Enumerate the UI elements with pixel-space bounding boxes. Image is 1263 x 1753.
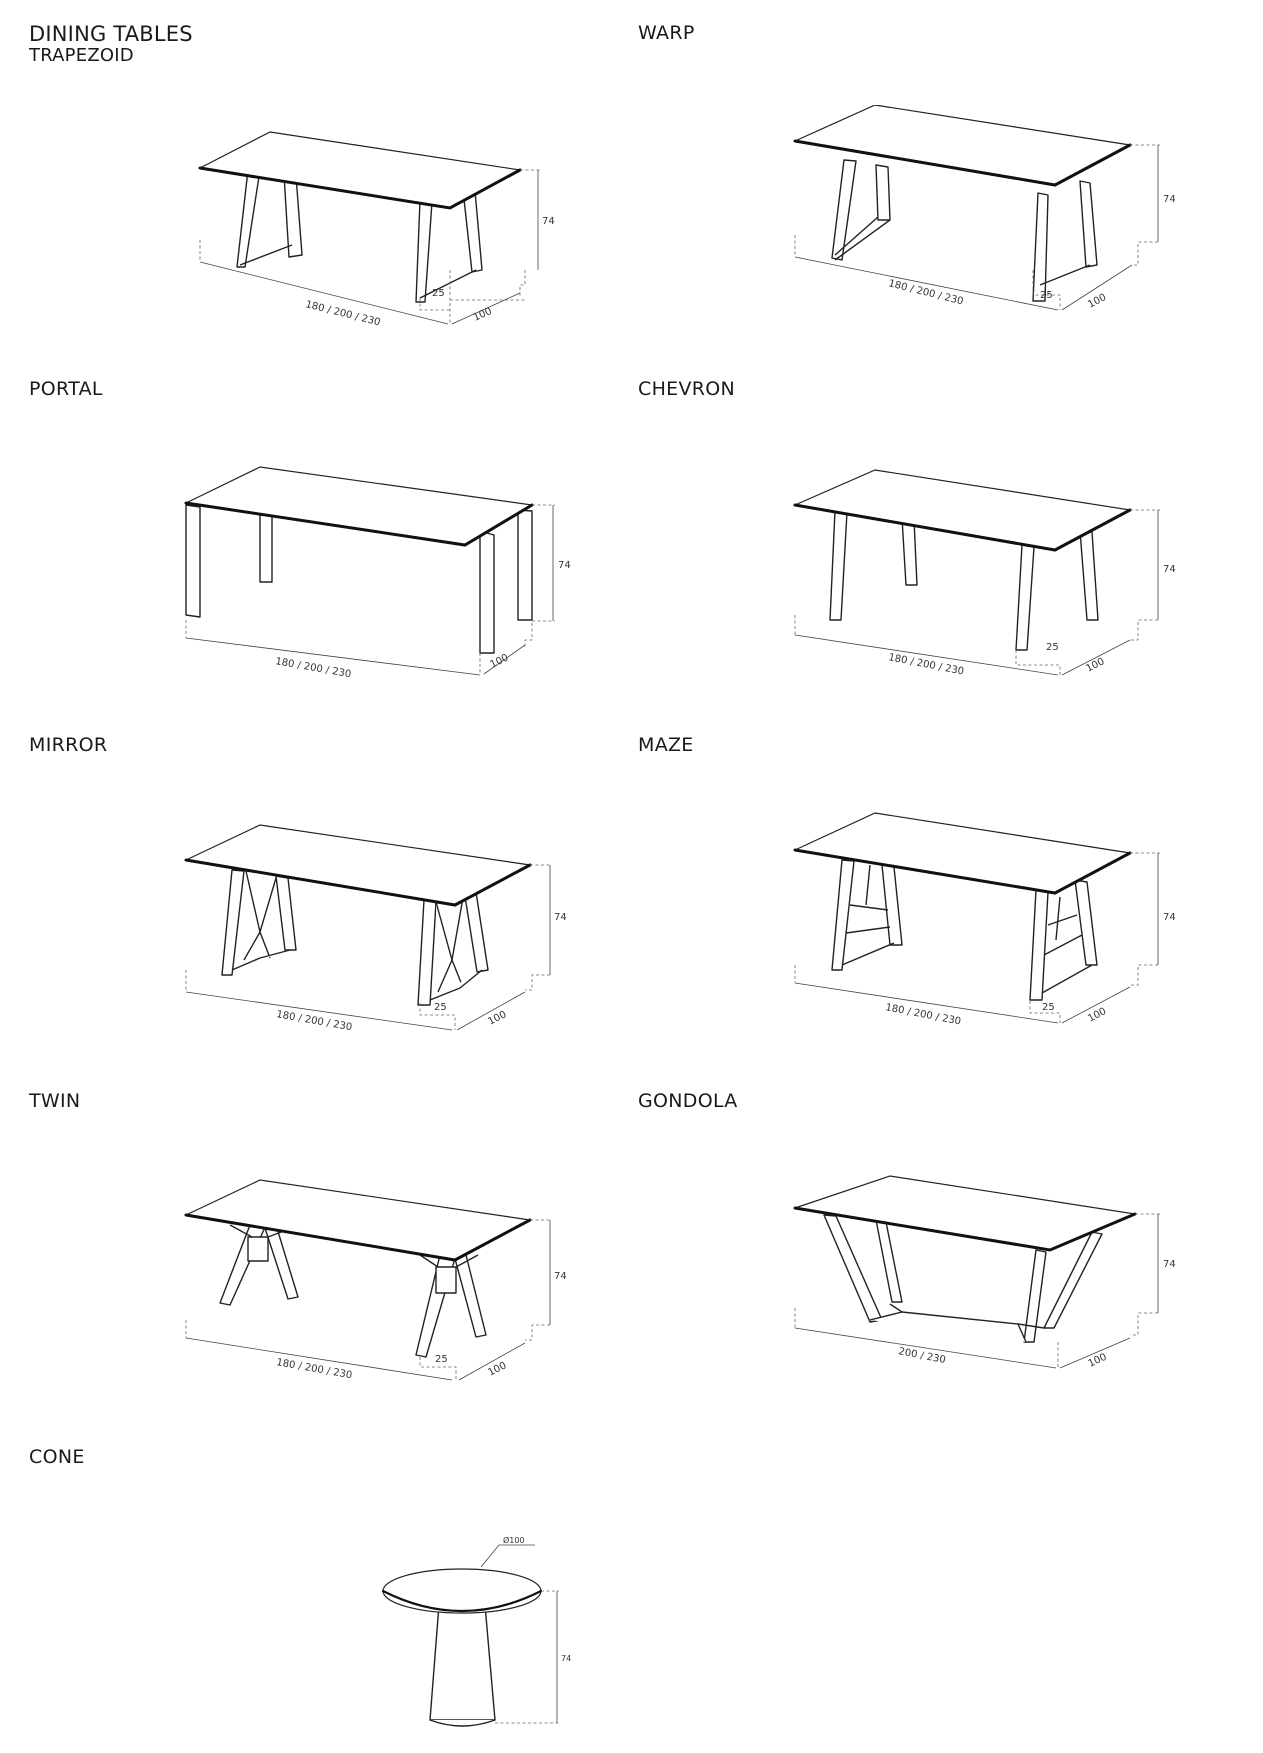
leg-offset-label: 25 — [435, 1354, 448, 1365]
drawing-warp: 74 180 / 200 / 230 100 25 — [792, 105, 1176, 311]
height-label: 74 — [554, 912, 567, 923]
section-title-cone: CONE — [29, 1446, 85, 1468]
section-title-maze: MAZE — [638, 734, 694, 756]
depth-label: 100 — [1084, 656, 1106, 674]
section-title-portal: PORTAL — [29, 378, 103, 400]
depth-label: 100 — [1086, 292, 1108, 311]
height-label: 74 — [1163, 564, 1176, 575]
length-label: 180 / 200 / 230 — [275, 1357, 352, 1381]
table-body — [792, 469, 1132, 651]
section-title-twin: TWIN — [29, 1090, 81, 1112]
height-label: 74 — [561, 1654, 571, 1663]
dimension-lines — [199, 169, 540, 325]
dimension-lines — [794, 852, 1160, 1024]
drawing-twin: 74 180 / 200 / 230 100 25 — [184, 1179, 567, 1381]
section-title-gondola: GONDOLA — [638, 1090, 738, 1112]
leg-offset-label: 25 — [1040, 290, 1053, 301]
height-label: 74 — [1163, 194, 1176, 205]
section-title-mirror: MIRROR — [29, 734, 108, 756]
length-label: 180 / 200 / 230 — [887, 652, 964, 677]
dimension-lines — [185, 864, 552, 1031]
table-body — [184, 1179, 532, 1358]
section-title-chevron: CHEVRON — [638, 378, 736, 400]
page-title: DINING TABLES — [29, 22, 193, 46]
height-label: 74 — [542, 216, 555, 227]
dimension-lines — [480, 1544, 559, 1724]
drawing-mirror: 74 180 / 200 / 230 100 25 — [184, 824, 567, 1033]
dimension-lines — [794, 509, 1160, 676]
length-label: 180 / 200 / 230 — [275, 1009, 352, 1033]
table-body — [381, 1568, 543, 1727]
leg-offset-label: 25 — [434, 1002, 447, 1013]
leg-offset-label: 25 — [432, 288, 445, 299]
table-body — [793, 1175, 1138, 1343]
length-label: 180 / 200 / 230 — [887, 278, 964, 307]
length-label: 200 / 230 — [897, 1346, 946, 1366]
diameter-label: Ø100 — [503, 1535, 525, 1545]
drawing-gondola: 74 200 / 230 100 — [793, 1175, 1176, 1370]
depth-label: 100 — [472, 306, 494, 324]
first-model-name: TRAPEZOID — [29, 45, 134, 66]
length-label: 180 / 200 / 230 — [304, 299, 381, 328]
table-body — [792, 812, 1132, 1001]
length-label: 180 / 200 / 230 — [274, 656, 351, 680]
drawing-cone: Ø100 74 — [381, 1535, 571, 1727]
dimension-lines — [794, 144, 1160, 311]
length-label: 180 / 200 / 230 — [884, 1002, 961, 1027]
dimension-lines — [185, 504, 555, 676]
section-title-warp: WARP — [638, 22, 695, 44]
dimension-lines — [185, 1219, 552, 1381]
drawing-maze: 74 180 / 200 / 230 100 25 — [792, 812, 1176, 1028]
height-label: 74 — [1163, 912, 1176, 923]
drawing-portal: 74 180 / 200 / 230 100 — [184, 466, 571, 680]
depth-label: 100 — [488, 652, 510, 670]
drawing-chevron: 74 180 / 200 / 230 100 25 — [792, 469, 1176, 678]
table-body — [792, 105, 1132, 302]
page-header: DINING TABLES TRAPEZOID — [29, 22, 193, 66]
leg-offset-label: 25 — [1046, 642, 1059, 653]
drawing-trapezoid: 74 180 / 200 / 230 100 25 — [198, 131, 555, 328]
leg-offset-label: 25 — [1042, 1002, 1055, 1013]
height-label: 74 — [558, 560, 571, 571]
table-body — [184, 466, 534, 654]
dimension-lines — [794, 1213, 1160, 1369]
table-body — [198, 131, 522, 303]
height-label: 74 — [1163, 1259, 1176, 1270]
height-label: 74 — [554, 1271, 567, 1282]
table-body — [184, 824, 532, 1006]
depth-label: 100 — [1087, 1352, 1109, 1370]
